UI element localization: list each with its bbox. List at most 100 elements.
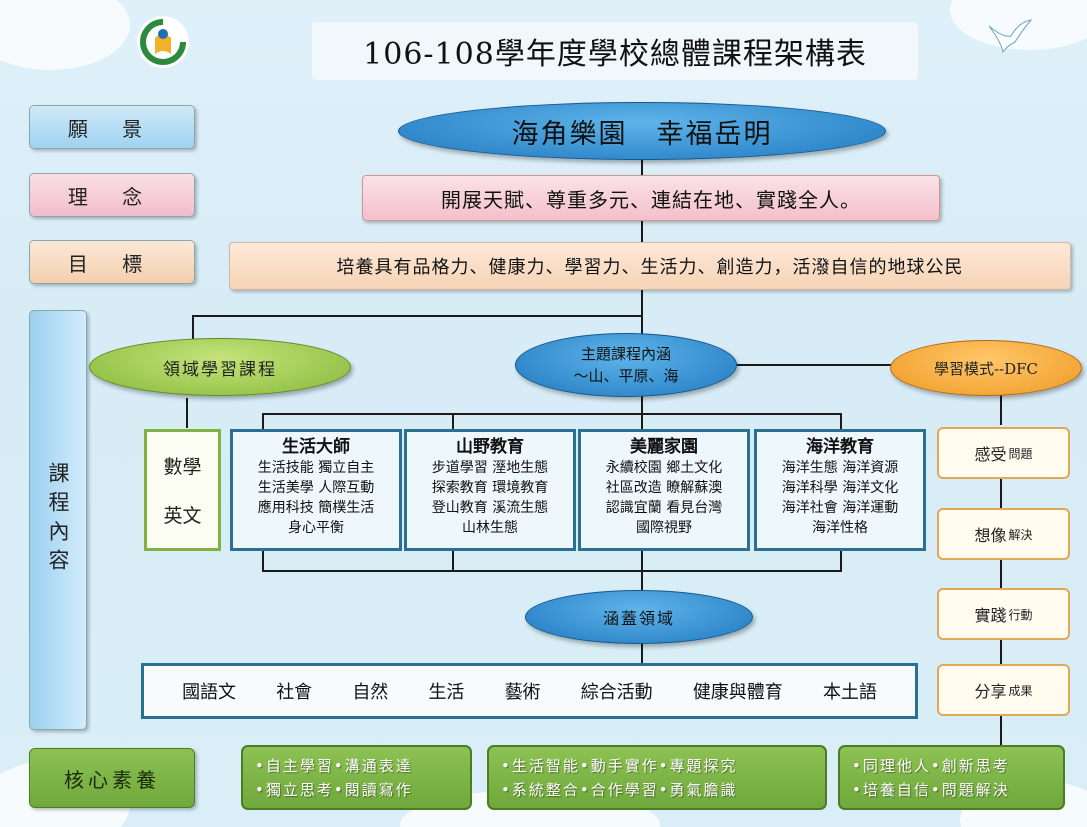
theme-line: 探索教育 環境教育 [431, 480, 549, 496]
theme-course-ellipse: 主題課程內涵 ～山、平原、海 [515, 333, 737, 397]
core-line: •培養自信•問題解決 [852, 781, 1010, 799]
domain-item: 健康與體育 [692, 682, 783, 703]
theme-line: 生活技能 獨立自主 [257, 460, 375, 476]
domain-item: 社會 [276, 682, 313, 703]
school-logo [133, 12, 193, 72]
theme-title: 美麗家園 [630, 437, 698, 457]
core-line: •同理他人•創新思考 [852, 757, 1010, 775]
curriculum-label-text: 課程內容 [46, 462, 70, 578]
dfc-step-main: 實踐 [974, 606, 1007, 625]
dfc-step-share: 分享成果 [937, 664, 1070, 716]
domain-course-text: 領域學習課程 [163, 359, 277, 380]
domain-item: 藝術 [504, 682, 541, 703]
curriculum-label: 課程內容 [29, 310, 87, 730]
page-title: 106-108學年度學校總體課程架構表 [363, 37, 867, 72]
theme-line: 登山教育 溪流生態 [431, 500, 549, 516]
connector-line [1000, 395, 1002, 425]
core-line: •系統整合•合作學習•勇氣膽識 [501, 781, 738, 799]
vision-text: 海角樂園 幸福岳明 [511, 118, 773, 150]
goal-bar: 培養具有品格力、健康力、學習力、生活力、創造力，活潑自信的地球公民 [229, 242, 1071, 290]
core-label: 核心素養 [29, 748, 195, 808]
connector-line [641, 642, 643, 664]
title-banner: 106-108學年度學校總體課程架構表 [312, 22, 918, 80]
connector-line [840, 551, 842, 571]
learning-mode-ellipse: 學習模式--DFC [890, 340, 1082, 396]
dfc-step-sub: 行動 [1008, 607, 1033, 622]
theme-title: 海洋教育 [806, 437, 874, 457]
philosophy-label: 理 念 [29, 173, 195, 217]
theme-box-beautiful-home: 美麗家園 永續校園 鄉土文化 社區改造 瞭解蘇澳 認識宜蘭 看見台灣 國際視野 [578, 429, 750, 551]
dfc-step-main: 感受 [974, 445, 1007, 464]
goal-text: 培養具有品格力、健康力、學習力、生活力、創造力，活潑自信的地球公民 [336, 257, 964, 278]
vision-label: 願 景 [29, 105, 195, 149]
core-line: •獨立思考•閱讀寫作 [255, 781, 413, 799]
domain-item: 生活 [428, 682, 465, 703]
dfc-step-sub: 解決 [1008, 527, 1033, 542]
dfc-step-do: 實踐行動 [937, 588, 1070, 640]
theme-line: 應用科技 簡樸生活 [257, 500, 375, 516]
theme-line: 步道學習 溼地生態 [431, 460, 549, 476]
subject-math: 數學 [163, 456, 202, 478]
theme-title: 山野教育 [456, 437, 524, 457]
connector-line [641, 390, 643, 414]
connector-line [452, 551, 454, 571]
theme-line: 海洋性格 [812, 520, 868, 536]
connector-line [186, 398, 188, 428]
cloud-decoration [0, 0, 130, 70]
theme-line: 海洋生態 海洋資源 [781, 460, 899, 476]
connector-line [641, 148, 643, 178]
theme-line: 山林生態 [462, 520, 518, 536]
goal-label: 目 標 [29, 240, 195, 284]
dfc-step-main: 分享 [974, 682, 1007, 701]
covered-domains-text: 涵蓋領域 [602, 609, 675, 628]
vision-ellipse: 海角樂園 幸福岳明 [398, 102, 886, 160]
connector-line [262, 413, 842, 415]
theme-line: 生活美學 人際互動 [257, 480, 375, 496]
dfc-step-sub: 成果 [1008, 683, 1033, 698]
connector-line [641, 315, 643, 335]
theme-course-title: 主題課程內涵 [580, 345, 671, 363]
connector-line [262, 570, 842, 572]
core-group-autonomy: •自主學習•溝通表達 •獨立思考•閱讀寫作 [241, 745, 472, 810]
connector-line [641, 413, 643, 429]
subject-english: 英文 [163, 505, 202, 527]
theme-box-outdoor-education: 山野教育 步道學習 溼地生態 探索教育 環境教育 登山教育 溪流生態 山林生態 [404, 429, 576, 551]
domain-item: 綜合活動 [580, 682, 653, 703]
connector-line [735, 364, 895, 366]
connector-line [641, 220, 643, 242]
dfc-step-feel: 感受問題 [937, 427, 1070, 479]
philosophy-label-text: 理 念 [67, 184, 157, 209]
theme-line: 海洋科學 海洋文化 [781, 480, 899, 496]
philosophy-text: 開展天賦、尊重多元、連結在地、實踐全人。 [441, 187, 861, 212]
connector-line [262, 413, 264, 429]
dfc-step-main: 想像 [974, 526, 1007, 545]
connector-line [840, 413, 842, 429]
philosophy-bar: 開展天賦、尊重多元、連結在地、實踐全人。 [362, 175, 940, 221]
connector-line [192, 315, 642, 317]
theme-line: 認識宜蘭 看見台灣 [605, 500, 723, 516]
domains-bar: 國語文 社會 自然 生活 藝術 綜合活動 健康與體育 本土語 [141, 663, 918, 719]
subjects-box: 數學 英文 [144, 429, 221, 551]
core-line: •生活智能•動手實作•專題探究 [501, 757, 738, 775]
theme-line: 國際視野 [636, 520, 692, 536]
connector-line [192, 315, 194, 345]
goal-label-text: 目 標 [67, 251, 157, 276]
theme-line: 永續校園 鄉土文化 [605, 460, 723, 476]
bird-icon [985, 16, 1035, 56]
core-group-interaction: •生活智能•動手實作•專題探究 •系統整合•合作學習•勇氣膽識 [487, 745, 827, 810]
core-group-participation: •同理他人•創新思考 •培養自信•問題解決 [838, 745, 1065, 810]
vision-label-text: 願 景 [67, 116, 157, 141]
learning-mode-text: 學習模式--DFC [933, 359, 1039, 378]
theme-course-subtitle: ～山、平原、海 [573, 367, 679, 385]
theme-title: 生活大師 [282, 437, 350, 457]
covered-domains-ellipse: 涵蓋領域 [525, 590, 753, 644]
theme-line: 海洋社會 海洋運動 [781, 500, 899, 516]
dfc-step-imagine: 想像解決 [937, 508, 1070, 560]
domain-item: 國語文 [182, 682, 237, 703]
core-line: •自主學習•溝通表達 [255, 757, 413, 775]
connector-line [262, 551, 264, 571]
theme-box-life-master: 生活大師 生活技能 獨立自主 生活美學 人際互動 應用科技 簡樸生活 身心平衡 [230, 429, 402, 551]
theme-line: 社區改造 瞭解蘇澳 [605, 480, 723, 496]
theme-box-ocean-education: 海洋教育 海洋生態 海洋資源 海洋科學 海洋文化 海洋社會 海洋運動 海洋性格 [754, 429, 926, 551]
